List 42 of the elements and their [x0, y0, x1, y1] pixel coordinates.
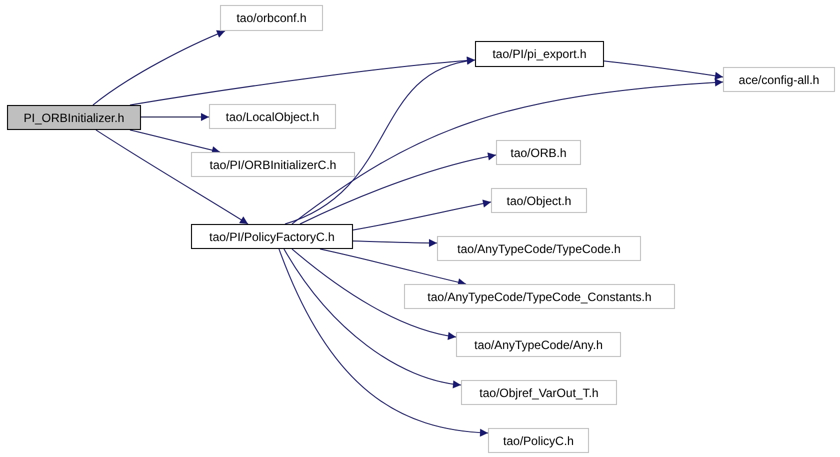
- file-box: [461, 380, 617, 405]
- arrow: [92, 30, 226, 106]
- file-name: tao/ORB.h: [510, 146, 567, 160]
- file-name: tao/AnyTypeCode/Any.h: [474, 338, 603, 352]
- arrow: [96, 130, 248, 224]
- file-name: tao/PI/ORBInitializerC.h: [210, 158, 336, 172]
- file-box: [404, 284, 675, 309]
- file-name: tao/PI/pi_export.h: [492, 47, 587, 61]
- arrow: [278, 248, 488, 436]
- file-name: tao/Object.h: [506, 194, 572, 208]
- file-box: [488, 428, 589, 453]
- file-box: [456, 332, 621, 357]
- arrow: [320, 248, 466, 286]
- file-box: [191, 224, 353, 249]
- file-name: PI_ORBInitializer.h: [24, 110, 124, 124]
- file-name: tao/AnyTypeCode/TypeCode.h: [457, 242, 621, 256]
- arrow: [352, 200, 492, 230]
- arrow: [604, 60, 724, 80]
- arrow: [300, 152, 496, 224]
- file-name: tao/AnyTypeCode/TypeCode_Constants.h: [427, 290, 652, 304]
- arrow: [284, 58, 476, 224]
- file-box: [437, 236, 641, 261]
- file-box: [723, 67, 835, 92]
- arrow: [292, 248, 456, 340]
- file-box: [7, 105, 141, 130]
- file-name: tao/orbconf.h: [236, 11, 307, 25]
- file-name: tao/PI/PolicyFactoryC.h: [209, 230, 335, 244]
- file-box: [491, 188, 587, 213]
- file-box: [220, 5, 323, 31]
- arrow: [130, 130, 220, 154]
- arrow: [292, 78, 724, 224]
- file-name: tao/LocalObject.h: [226, 110, 320, 124]
- file-name: ace/config-all.h: [738, 72, 820, 86]
- arrow: [140, 113, 210, 121]
- file-box: [496, 140, 581, 165]
- file-name: tao/Objref_VarOut_T.h: [479, 386, 599, 400]
- arrow: [284, 248, 462, 388]
- file-box: [191, 152, 355, 177]
- file-box: [209, 104, 336, 129]
- arrow: [352, 238, 438, 247]
- file-box: [475, 41, 604, 67]
- file-name: tao/PolicyC.h: [503, 434, 574, 448]
